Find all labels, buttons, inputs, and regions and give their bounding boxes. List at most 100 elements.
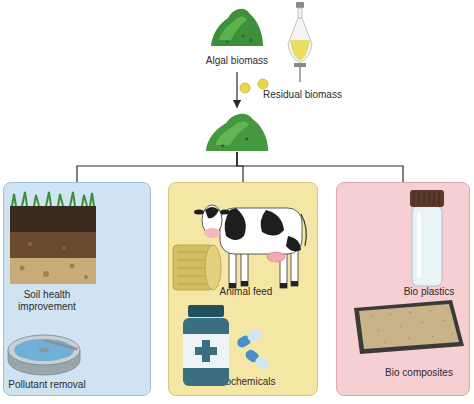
plus-sign: [202, 340, 210, 362]
funnel-neck: [298, 8, 302, 18]
pile-speck: [242, 35, 245, 38]
vial-body: [412, 206, 442, 286]
vial-cap: [410, 190, 444, 207]
cow-hoof: [291, 281, 298, 286]
bottle-body: [183, 318, 229, 386]
cow-patch: [286, 236, 301, 251]
bottle-cap: [188, 305, 224, 317]
item-label: Bio plastics: [384, 286, 474, 298]
capsule-half: [253, 355, 270, 371]
cow-patch: [225, 208, 246, 240]
pile-highlight: [219, 16, 247, 40]
cow-leg: [280, 248, 287, 288]
tray-frame: [354, 300, 464, 354]
cow-leg: [241, 248, 248, 286]
capsule-half: [246, 328, 263, 344]
cow-leg: [229, 248, 236, 288]
item-label: Bio composites: [369, 367, 469, 379]
branch-line: [237, 152, 403, 182]
hay-bale: [173, 245, 221, 290]
branch-line: [237, 152, 243, 182]
tank-rim: [8, 335, 80, 365]
cow-body: [220, 208, 302, 254]
bale-body: [173, 245, 213, 290]
droplet: [240, 83, 250, 93]
item-label: Pollutant removal: [4, 379, 90, 391]
funnel-body: [288, 18, 312, 63]
tank-bridge: [44, 339, 78, 351]
cow-muzzle: [204, 228, 220, 238]
tray-fill: [359, 304, 459, 349]
grass-blades: [12, 192, 94, 206]
pile-speck: [250, 39, 253, 42]
pile-shape: [211, 9, 263, 46]
soil-subsoil: [10, 232, 96, 258]
capsule-half: [244, 348, 261, 364]
item-label: Biochemicals: [191, 376, 301, 388]
soil-pebble: [28, 242, 32, 246]
separatory-funnel: [288, 2, 312, 82]
composite-tray: [354, 300, 464, 354]
node-label: Residual biomass: [263, 89, 342, 101]
soil-topsoil: [10, 206, 96, 232]
bale-straw: [178, 252, 206, 284]
funnel-stem: [299, 67, 301, 82]
algae-pile: [211, 9, 263, 46]
cow-udder: [267, 252, 285, 262]
category-panel: Soil health improvementPollutant removal: [3, 182, 151, 396]
cow-leg: [291, 248, 298, 286]
bottle-label: [183, 334, 229, 368]
item-label: Soil health improvement: [12, 289, 82, 313]
residual-pile: [206, 114, 268, 151]
node-label: Algal biomass: [195, 55, 279, 67]
tank-water: [14, 339, 74, 361]
icon-node: Algal biomass: [195, 2, 279, 72]
cow-hoof: [280, 283, 287, 288]
cow-patch: [261, 210, 284, 236]
soil-profile: [10, 192, 96, 284]
category-panel: Animal feedBiochemicals: [168, 182, 318, 396]
soil-pebble: [20, 266, 25, 271]
icon-node: Residual biomass: [202, 108, 272, 152]
sample-vial: [410, 190, 444, 286]
cow-head-patch: [205, 207, 219, 218]
capsule-half: [235, 334, 252, 350]
cow-hoof: [241, 281, 248, 286]
cow-hoof: [229, 283, 236, 288]
category-panel: Bio plasticsBio composites: [336, 182, 470, 396]
cow-ear: [194, 210, 204, 215]
treatment-tank: [8, 335, 80, 375]
soil-pebble: [70, 264, 75, 269]
funnel-liquid: [290, 40, 310, 61]
cow-ear: [220, 210, 230, 215]
bale-end: [205, 245, 221, 290]
capsule: [244, 348, 271, 371]
pile-speck: [221, 145, 224, 148]
soil-pebble: [62, 246, 66, 250]
tank-wall: [8, 350, 80, 375]
plus-sign: [195, 347, 217, 355]
pile-speck: [226, 41, 229, 44]
funnel-stopcock: [294, 63, 306, 67]
medicine-bottle: [183, 305, 229, 386]
tray-granules: [372, 310, 453, 343]
branch-line: [77, 152, 237, 182]
pile-shape: [206, 114, 268, 151]
funnel-stopper: [296, 2, 304, 8]
item-label: Animal feed: [191, 286, 301, 298]
flow-arrow: [236, 72, 237, 108]
tank-hub: [39, 348, 49, 353]
pile-highlight: [215, 121, 249, 145]
soil-pebble: [84, 275, 88, 279]
soil-sand: [10, 258, 96, 284]
soil-pebble: [43, 271, 49, 277]
cow-tail: [301, 214, 306, 246]
capsule: [235, 328, 263, 350]
vial-cap-ridges: [414, 192, 439, 205]
vial-highlight: [417, 212, 421, 278]
droplet: [258, 79, 268, 89]
cow: [194, 205, 306, 288]
cow-head: [202, 205, 222, 235]
